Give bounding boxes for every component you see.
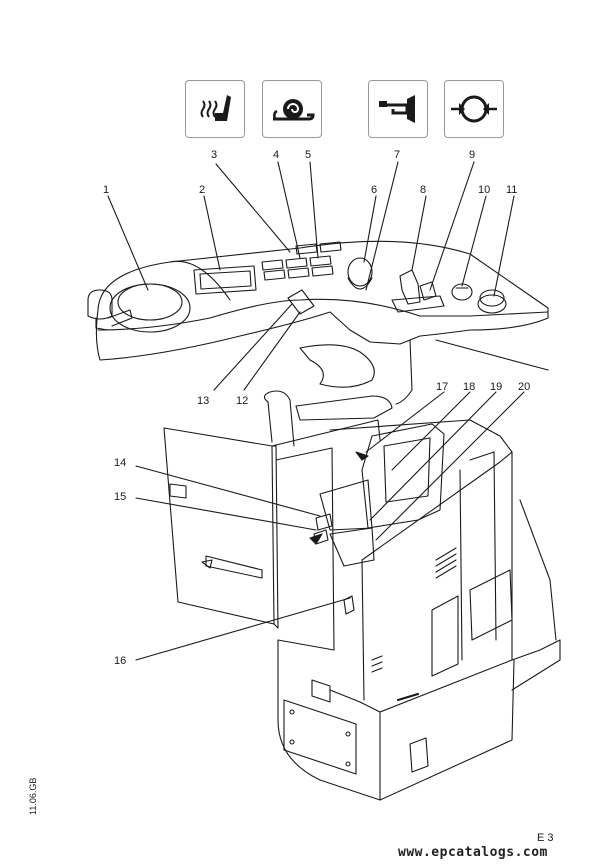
seat-heating-icon — [200, 95, 231, 121]
compress-arrows-icon — [451, 95, 497, 123]
callout-13: 13 — [197, 395, 209, 407]
page-number: E 3 — [537, 832, 554, 844]
leader-lines-top — [107, 161, 549, 391]
open-door — [163, 427, 275, 625]
callout-17: 17 — [436, 381, 448, 393]
callout-1: 1 — [103, 184, 109, 196]
callout-14: 14 — [114, 457, 126, 469]
seat-heating-icon-box — [185, 80, 245, 138]
callout-5: 5 — [305, 149, 311, 161]
operator-seat — [361, 423, 445, 529]
callout-2: 2 — [199, 184, 205, 196]
tiller-arm — [295, 395, 393, 421]
horn-icon — [379, 95, 415, 123]
main-body — [329, 419, 513, 713]
callout-8: 8 — [420, 184, 426, 196]
callout-9: 9 — [469, 149, 475, 161]
callout-20: 20 — [518, 381, 530, 393]
callout-6: 6 — [371, 184, 377, 196]
callout-15: 15 — [114, 491, 126, 503]
document-code: 11.06.GB — [28, 777, 38, 815]
seat-console-knob — [109, 283, 191, 333]
callout-11: 11 — [506, 184, 517, 196]
callout-numbers: 1 2 3 4 5 6 7 8 9 10 11 12 13 14 15 16 1… — [103, 149, 530, 667]
callout-19: 19 — [490, 381, 502, 393]
callout-7: 7 — [394, 149, 400, 161]
callout-16: 16 — [114, 655, 126, 667]
drive-direction-knob — [347, 257, 373, 287]
snail-slow-speed-icon-box — [262, 80, 322, 138]
watermark-text: www.epcatalogs.com — [398, 845, 548, 860]
rocker-switch — [287, 289, 315, 315]
callout-3: 3 — [211, 149, 217, 161]
console-pedestal — [299, 344, 375, 388]
horn-icon-box — [368, 80, 428, 138]
compress-arrows-icon-box — [444, 80, 504, 138]
snail-slow-speed-icon — [273, 99, 315, 121]
leader-lines-bottom — [135, 391, 525, 661]
emergency-stop-button — [477, 294, 507, 314]
base-plate — [283, 699, 357, 775]
callout-10: 10 — [478, 184, 490, 196]
callout-18: 18 — [463, 381, 475, 393]
display-screen — [193, 265, 257, 295]
control-console — [87, 240, 549, 361]
handle-knob — [87, 289, 113, 320]
callout-12: 12 — [236, 395, 248, 407]
truck-body — [163, 390, 561, 801]
callout-4: 4 — [273, 149, 279, 161]
button-row — [261, 255, 332, 271]
